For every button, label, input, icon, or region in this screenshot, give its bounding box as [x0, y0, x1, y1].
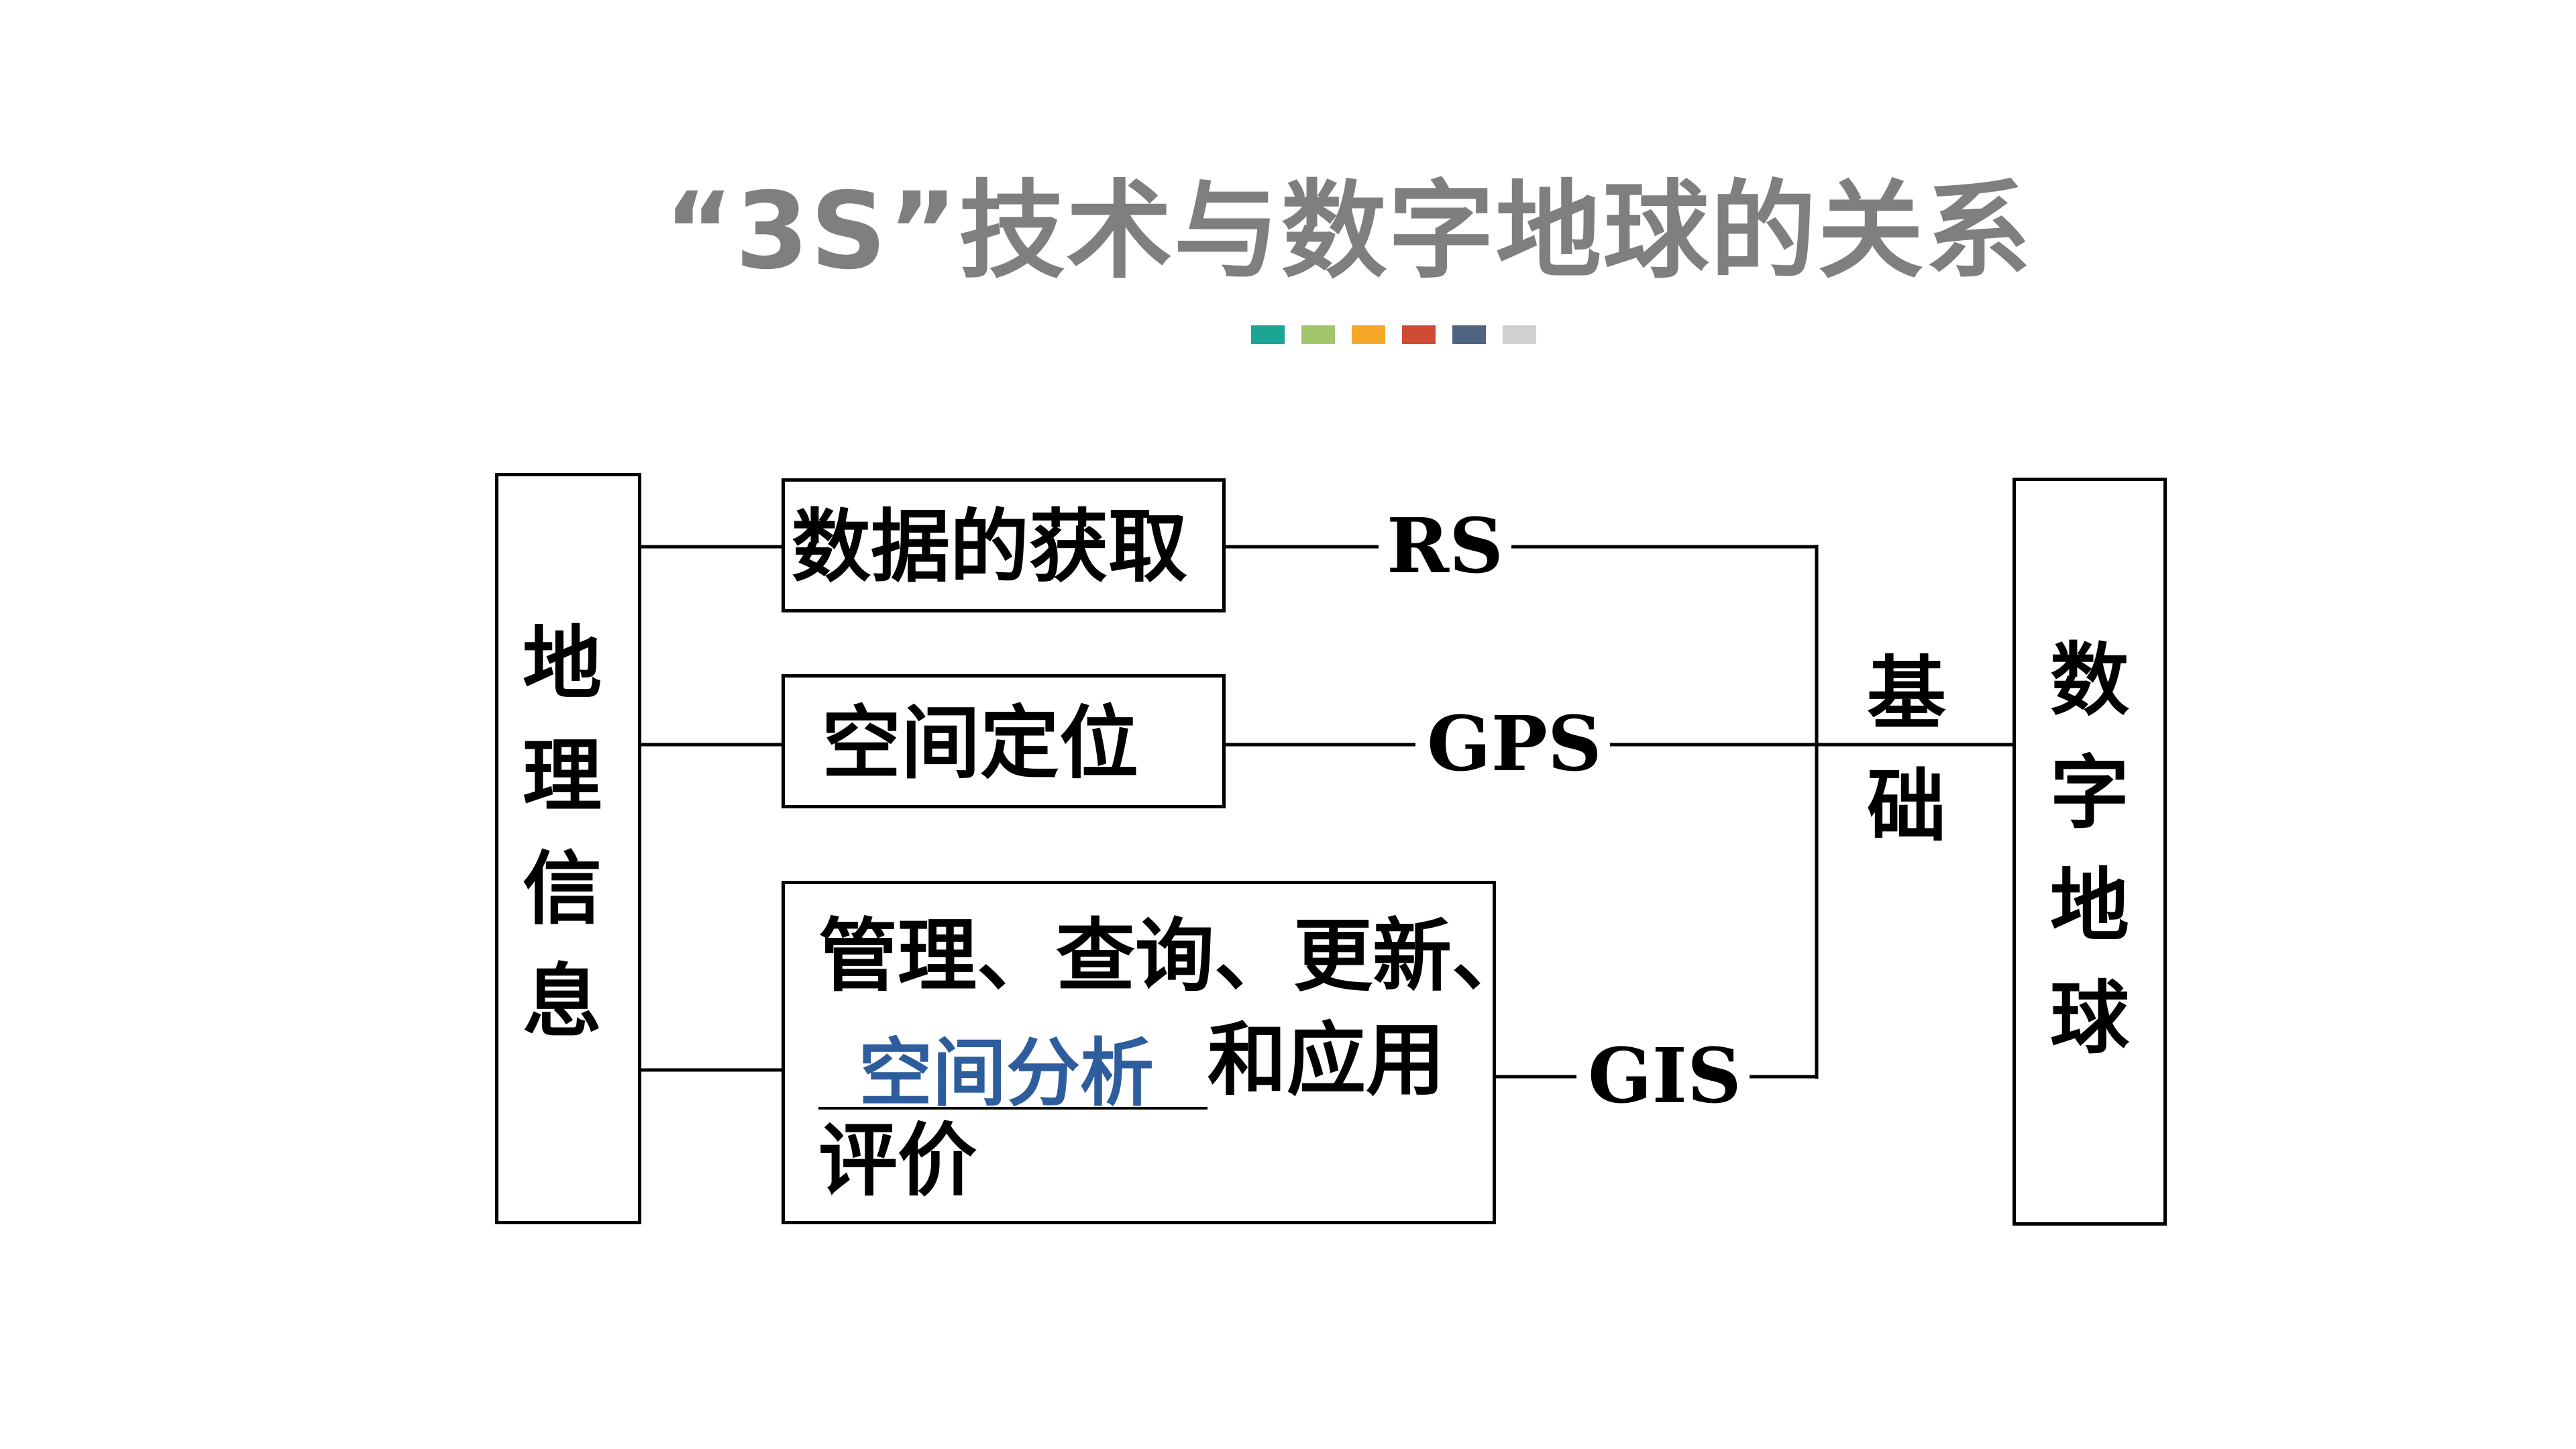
accent-bar-2	[1301, 325, 1335, 344]
foundation-label: 基础	[1866, 647, 1946, 853]
geo-info-label: 地理信息	[522, 616, 602, 1048]
function-box-acquisition	[782, 478, 1226, 612]
function-label-analysis-line1: 管理、查询、更新、	[818, 909, 1532, 1002]
tech-label-gis: GIS	[1580, 1033, 1750, 1120]
function-label-analysis-line3: 评价	[818, 1114, 977, 1207]
accent-bar-3	[1352, 325, 1385, 344]
fill-in-blank-underline	[818, 1107, 1208, 1110]
page-title: “3S”技术与数字地球的关系	[664, 170, 2033, 293]
tech-label-rs: RS	[1379, 503, 1511, 590]
accent-bar-5	[1452, 325, 1486, 344]
digital-earth-label: 数字地球	[2049, 633, 2129, 1065]
tech-label-gps: GPS	[1419, 701, 1610, 788]
fill-in-blank-answer: 空间分析	[859, 1030, 1154, 1116]
accent-bar-1	[1251, 325, 1285, 344]
digital-earth-box	[2012, 478, 2167, 1226]
function-label-analysis-line2: 和应用	[1208, 1013, 1446, 1106]
function-label-acquisition: 数据的获取	[792, 500, 1188, 593]
function-label-positioning: 空间定位	[822, 696, 1139, 790]
function-box-positioning	[782, 674, 1226, 808]
geo-info-box	[495, 473, 641, 1224]
accent-bar-4	[1402, 325, 1436, 344]
function-box-analysis	[782, 881, 1496, 1224]
accent-bar-6	[1503, 325, 1536, 344]
